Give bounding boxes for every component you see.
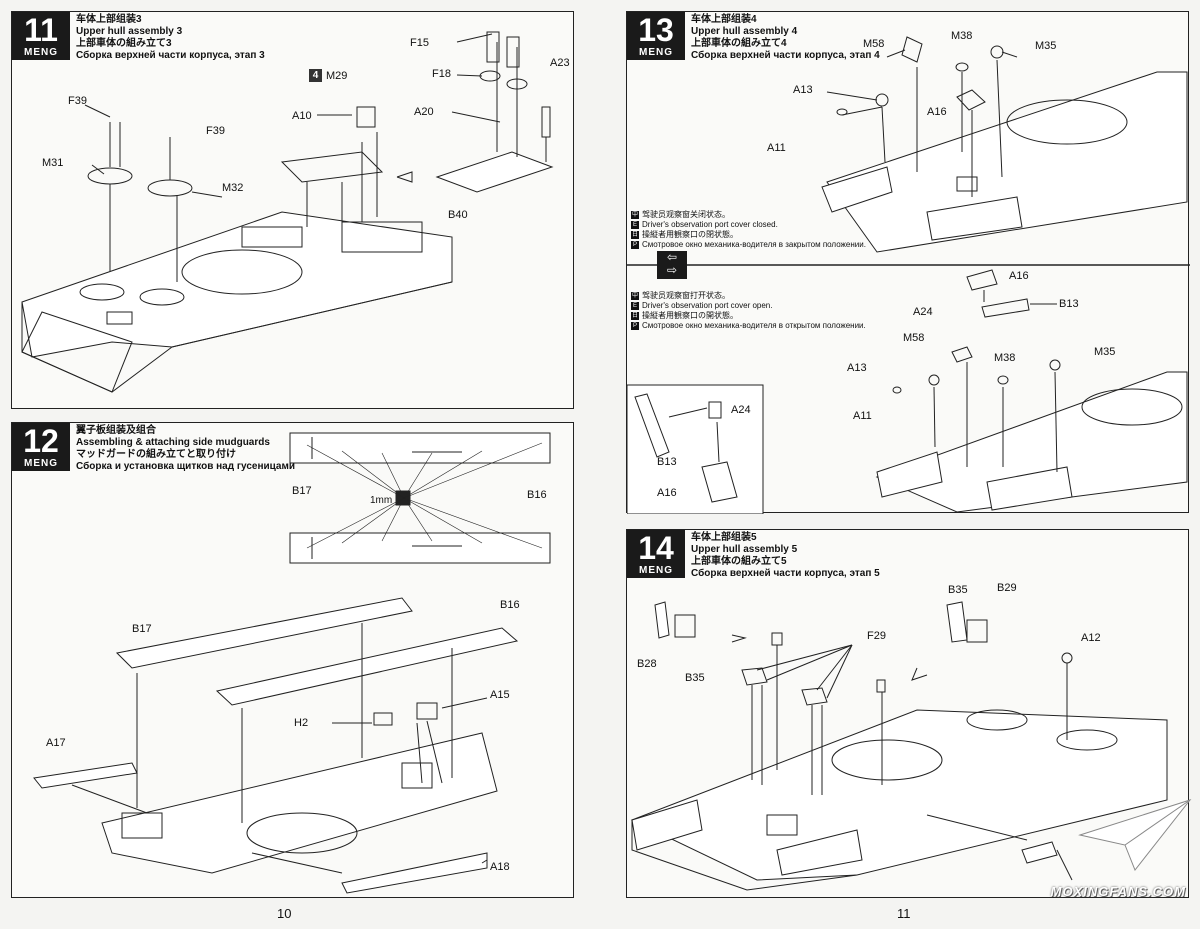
part-label: B13 xyxy=(657,456,677,468)
part-label: F18 xyxy=(432,68,451,80)
step-12-drawing xyxy=(33,432,551,894)
title-en: Upper hull assembly 3 xyxy=(76,26,183,37)
title-en: Upper hull assembly 4 xyxy=(691,26,798,37)
part-label: B17 xyxy=(292,485,312,497)
step-number: 13 xyxy=(638,12,674,48)
title-zh: 车体上部组装4 xyxy=(691,14,757,25)
title-ru: Сборка верхней части корпуса, этап 4 xyxy=(691,50,880,61)
part-label: B35 xyxy=(685,672,705,684)
part-label: A11 xyxy=(853,410,872,422)
part-label: B13 xyxy=(1059,298,1079,310)
paper-plane-logo xyxy=(1075,795,1195,875)
title-ru: Сборка верхней части корпуса, этап 3 xyxy=(76,50,265,61)
note-zh: 驾驶员观察窗关闭状态。 xyxy=(642,210,730,219)
part-label: B40 xyxy=(448,209,468,221)
watermark: MOXINGFANS.COM xyxy=(1050,884,1186,899)
part-label: M38 xyxy=(994,352,1016,364)
step-number-badge: 14 MENG xyxy=(627,530,685,578)
step-titles: 车体上部组装3 Upper hull assembly 3 上部車体の組み立て3… xyxy=(76,14,265,62)
part-label: M58 xyxy=(903,332,925,344)
page-number-right: 11 xyxy=(897,906,911,921)
part-label: A18 xyxy=(490,861,510,873)
part-label: A15 xyxy=(490,689,510,701)
step-11-drawing xyxy=(21,31,554,393)
page-number-left: 10 xyxy=(277,906,292,921)
title-zh: 翼子板组装及组合 xyxy=(76,425,156,436)
note-en: Driver's observation port cover open. xyxy=(642,301,773,310)
part-label: M29 xyxy=(326,70,348,82)
part-label: M35 xyxy=(1094,346,1116,358)
part-label: A13 xyxy=(793,84,813,96)
title-en: Assembling & attaching side mudguards xyxy=(76,437,270,448)
title-ja: 上部車体の組み立て3 xyxy=(76,38,172,49)
part-label: H2 xyxy=(294,717,309,729)
title-ru: Сборка и установка щитков над гусеницами xyxy=(76,461,296,472)
part-label: B35 xyxy=(948,584,968,596)
step-12-panel: 12 MENG 翼子板组装及组合 Assembling & attaching … xyxy=(11,422,574,898)
brand-logo: MENG xyxy=(24,47,58,58)
step-number-badge: 13 MENG xyxy=(627,12,685,60)
part-label: A16 xyxy=(657,487,677,499)
title-ja: 上部車体の組み立て4 xyxy=(691,38,787,49)
part-label: B17 xyxy=(132,623,152,635)
part-label: F39 xyxy=(206,125,225,137)
brand-logo: MENG xyxy=(639,47,673,58)
step-13-panel: 13 MENG 车体上部组装4 Upper hull assembly 4 上部… xyxy=(626,11,1190,514)
step-14-drawing xyxy=(630,601,1168,891)
part-label: A16 xyxy=(1009,270,1029,282)
part-label: A17 xyxy=(46,737,66,749)
note-ja: 操縦者用観察口の開状態。 xyxy=(642,311,738,320)
part-label: M35 xyxy=(1035,40,1057,52)
note-zh: 驾驶员观察窗打开状态。 xyxy=(642,291,730,300)
part-label: A12 xyxy=(1081,632,1101,644)
sub-step-badge: 4 xyxy=(309,69,322,82)
part-label: B29 xyxy=(997,582,1017,594)
title-zh: 车体上部组装3 xyxy=(76,14,142,25)
step-number-badge: 12 MENG xyxy=(12,423,70,471)
title-en: Upper hull assembly 5 xyxy=(691,544,798,555)
step-number: 11 xyxy=(24,12,58,48)
step-11-panel: 11 MENG 车体上部组装3 Upper hull assembly 3 上部… xyxy=(11,11,574,409)
title-ja: 上部車体の組み立て5 xyxy=(691,556,787,567)
step-titles: 车体上部组装5 Upper hull assembly 5 上部車体の組み立て5… xyxy=(691,532,880,580)
part-label: A16 xyxy=(927,106,947,118)
title-ja: マッドガードの組み立てと取り付け xyxy=(76,449,236,460)
swap-arrows-icon: ⇦⇨ xyxy=(657,251,687,279)
scale-label: 1mm xyxy=(370,495,393,506)
part-label: F39 xyxy=(68,95,87,107)
paper-plane-icon xyxy=(1078,799,1192,871)
part-label: A13 xyxy=(847,362,867,374)
part-label: A23 xyxy=(550,57,570,69)
step-titles: 车体上部组装4 Upper hull assembly 4 上部車体の組み立て4… xyxy=(691,14,880,62)
part-label: A24 xyxy=(731,404,751,416)
step-number-badge: 11 MENG xyxy=(12,12,70,60)
step-number: 12 xyxy=(23,423,59,459)
part-label: B16 xyxy=(500,599,520,611)
title-zh: 车体上部组装5 xyxy=(691,532,757,543)
note-ru: Смотровое окно механика-водителя в откры… xyxy=(642,321,866,330)
brand-logo: MENG xyxy=(24,458,58,469)
note-ja: 操縦者用観察口の閉状態。 xyxy=(642,230,738,239)
title-ru: Сборка верхней части корпуса, этап 5 xyxy=(691,568,880,579)
part-label: A20 xyxy=(414,106,434,118)
part-label: M38 xyxy=(951,30,973,42)
step-number: 14 xyxy=(638,530,674,566)
brand-logo: MENG xyxy=(639,565,673,576)
part-label: A11 xyxy=(767,142,786,154)
part-label: B28 xyxy=(637,658,657,670)
part-label: F15 xyxy=(410,37,429,49)
note-ru: Смотровое окно механика-водителя в закры… xyxy=(642,240,866,249)
step-titles: 翼子板组装及组合 Assembling & attaching side mud… xyxy=(76,425,295,473)
part-label: M58 xyxy=(863,38,885,50)
step-13-drawing xyxy=(627,36,1190,514)
part-label: M31 xyxy=(42,157,64,169)
part-label: B16 xyxy=(527,489,547,501)
part-label: F29 xyxy=(867,630,886,642)
part-label: M32 xyxy=(222,182,244,194)
part-label: A24 xyxy=(913,306,933,318)
part-label: A10 xyxy=(292,110,312,122)
note-en: Driver's observation port cover closed. xyxy=(642,220,778,229)
